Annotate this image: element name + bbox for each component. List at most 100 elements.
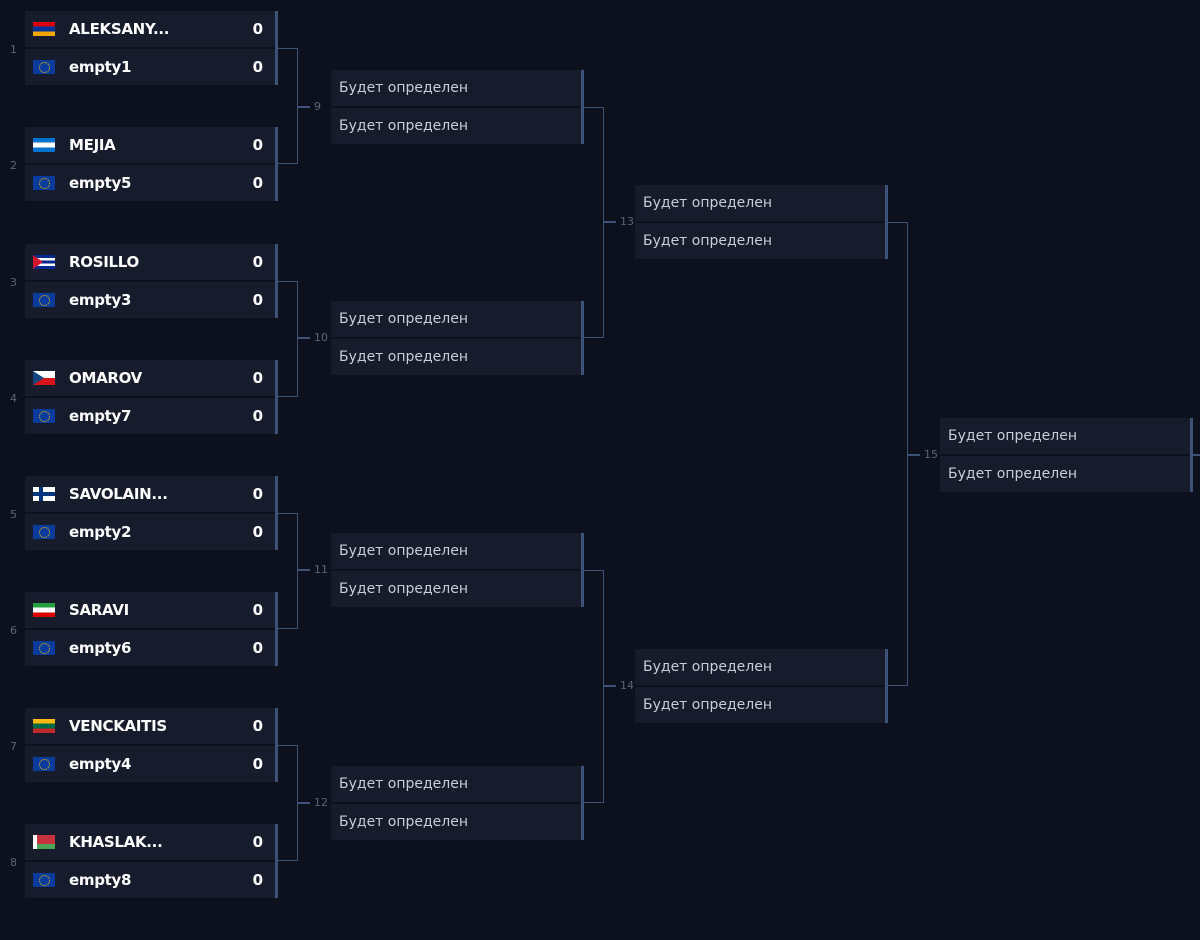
player-slot[interactable]: Будет определен bbox=[331, 804, 581, 840]
seed-number: 7 bbox=[10, 740, 17, 753]
match-number: 10 bbox=[314, 331, 328, 344]
player-slot[interactable]: empty8 0 bbox=[25, 862, 275, 898]
bracket-connector bbox=[1193, 454, 1200, 456]
match-side-bar bbox=[275, 244, 278, 318]
tbd-label: Будет определен bbox=[339, 80, 469, 96]
match-side-bar bbox=[275, 476, 278, 550]
match-side-bar bbox=[1190, 418, 1193, 492]
player-slot[interactable]: Будет определен bbox=[635, 687, 885, 723]
player-slot[interactable]: SAVOLAIN...0 bbox=[25, 476, 275, 512]
match-side-bar bbox=[885, 649, 888, 723]
seed-number: 2 bbox=[10, 159, 17, 172]
player-score: 0 bbox=[252, 871, 263, 889]
seed-number: 4 bbox=[10, 392, 17, 405]
player-score: 0 bbox=[252, 639, 263, 657]
player-score: 0 bbox=[252, 20, 263, 38]
eu-flag bbox=[33, 293, 55, 307]
armenia-flag bbox=[33, 22, 55, 36]
match-number: 14 bbox=[620, 679, 634, 692]
bracket-connector bbox=[584, 107, 604, 338]
tbd-label: Будет определен bbox=[643, 233, 773, 249]
tbd-label: Будет определен bbox=[948, 466, 1078, 482]
player-name: empty1 bbox=[69, 58, 132, 76]
player-name: SARAVI bbox=[69, 601, 129, 619]
player-score: 0 bbox=[252, 291, 263, 309]
player-slot[interactable]: Будет определен bbox=[331, 108, 581, 144]
iran-flag bbox=[33, 603, 55, 617]
match-number: 12 bbox=[314, 796, 328, 809]
match-side-bar bbox=[885, 185, 888, 259]
match-number: 11 bbox=[314, 563, 328, 576]
player-slot[interactable]: Будет определен bbox=[331, 766, 581, 802]
tbd-label: Будет определен bbox=[643, 195, 773, 211]
player-slot[interactable]: Будет определен bbox=[331, 533, 581, 569]
player-slot[interactable]: Будет определен bbox=[635, 649, 885, 685]
match-number: 13 bbox=[620, 215, 634, 228]
player-slot[interactable]: Будет определен bbox=[331, 301, 581, 337]
finland-flag bbox=[33, 487, 55, 501]
seed-number: 5 bbox=[10, 508, 17, 521]
tbd-label: Будет определен bbox=[643, 659, 773, 675]
player-slot[interactable]: Будет определен bbox=[331, 70, 581, 106]
bracket-connector bbox=[278, 281, 298, 397]
honduras-flag bbox=[33, 138, 55, 152]
player-slot[interactable]: Будет определен bbox=[940, 418, 1190, 454]
player-score: 0 bbox=[252, 253, 263, 271]
player-slot[interactable]: KHASLAK...0 bbox=[25, 824, 275, 860]
player-name: OMAROV bbox=[69, 369, 142, 387]
player-slot[interactable]: Будет определен bbox=[331, 339, 581, 375]
match-side-bar bbox=[275, 824, 278, 898]
czech-flag bbox=[33, 371, 55, 385]
belarus-flag bbox=[33, 835, 55, 849]
bracket-connector bbox=[298, 106, 310, 108]
match-side-bar bbox=[275, 708, 278, 782]
bracket-connector bbox=[298, 802, 310, 804]
match-side-bar bbox=[275, 11, 278, 85]
player-slot[interactable]: Будет определен bbox=[940, 456, 1190, 492]
player-score: 0 bbox=[252, 755, 263, 773]
player-slot[interactable]: ROSILLO 0 bbox=[25, 244, 275, 280]
player-slot[interactable]: Будет определен bbox=[331, 571, 581, 607]
tbd-label: Будет определен bbox=[339, 543, 469, 559]
player-name: ROSILLO bbox=[69, 253, 139, 271]
player-slot[interactable]: ALEKSANY...0 bbox=[25, 11, 275, 47]
match-card[interactable]: KHASLAK...0 empty8 0 bbox=[25, 824, 281, 898]
match-number: 15 bbox=[924, 448, 938, 461]
bracket-connector bbox=[888, 222, 908, 686]
bracket-connector bbox=[278, 745, 298, 861]
player-score: 0 bbox=[252, 523, 263, 541]
bracket-connector bbox=[604, 221, 616, 223]
tbd-label: Будет определен bbox=[339, 581, 469, 597]
player-name: empty8 bbox=[69, 871, 132, 889]
player-slot[interactable]: Будет определен bbox=[635, 185, 885, 221]
player-name: empty7 bbox=[69, 407, 132, 425]
player-slot[interactable]: Будет определен bbox=[635, 223, 885, 259]
tbd-label: Будет определен bbox=[339, 349, 469, 365]
